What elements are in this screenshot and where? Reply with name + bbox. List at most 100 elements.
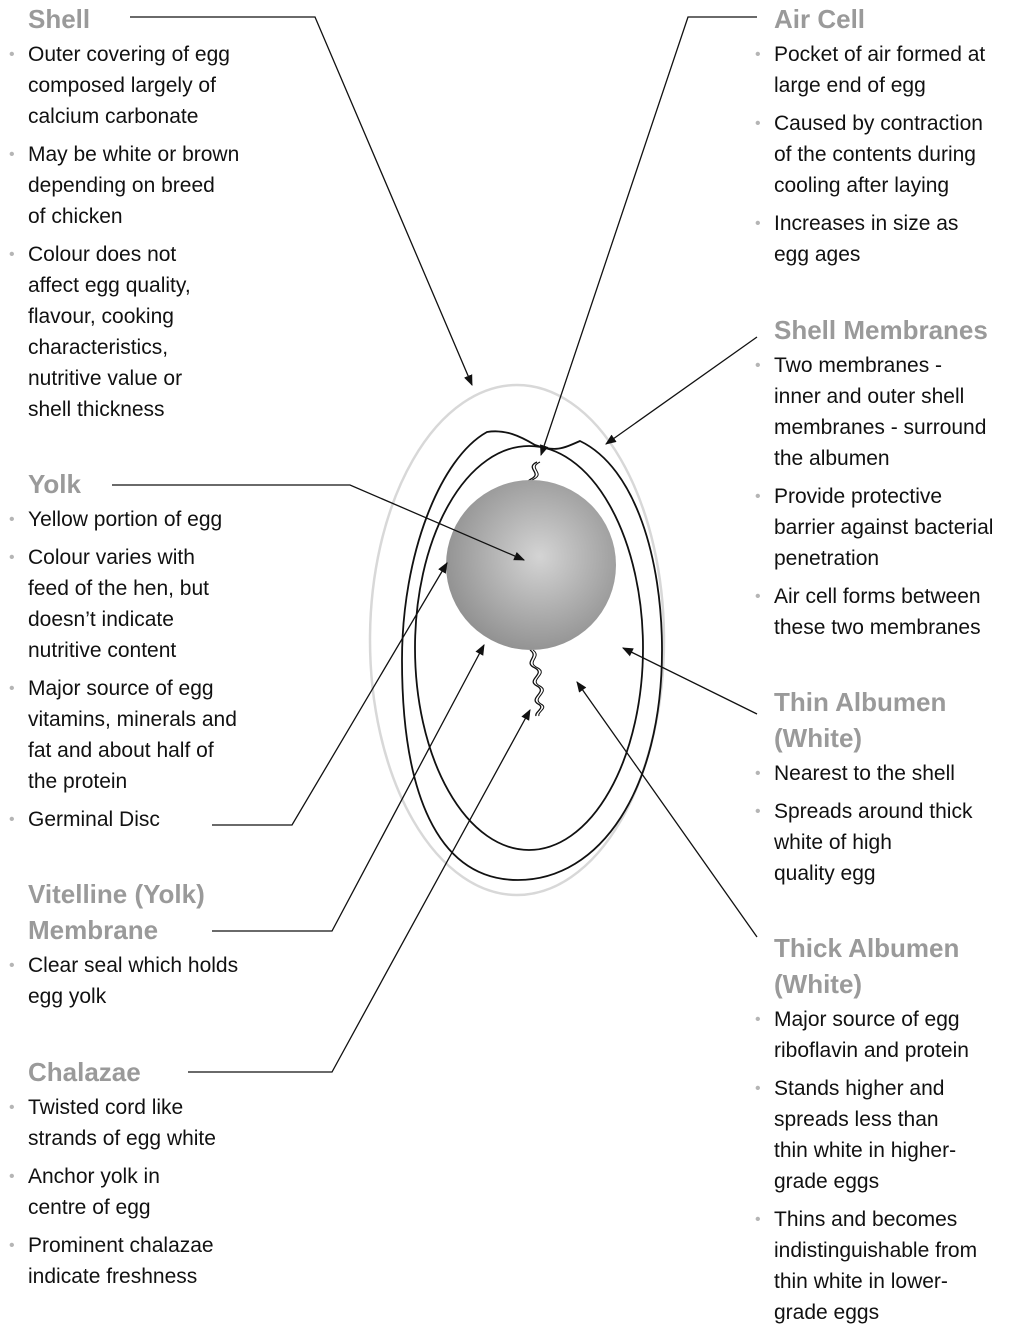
shell-section: Shell Outer covering of egg composed larg…	[9, 1, 240, 432]
thick-albumen-heading-line1: Thick Albumen	[774, 933, 960, 963]
bullet-line: Two membranes -	[774, 354, 943, 377]
bullet-item: Germinal Disc	[9, 804, 237, 835]
bullet-line: thin white in lower-	[774, 1270, 948, 1293]
bullet-line: these two membranes	[774, 616, 981, 639]
shell-membranes-heading: Shell Membranes	[774, 315, 988, 345]
bullet-line: affect egg quality,	[28, 274, 191, 297]
bullet-line: feed of the hen, but	[28, 577, 209, 600]
thick-albumen-heading: Thick Albumen (White)	[774, 930, 977, 1002]
bullet-line: Air cell forms between	[774, 585, 981, 608]
bullet-line: Colour varies with	[28, 546, 195, 569]
air-cell-heading: Air Cell	[774, 4, 866, 34]
bullet-line: nutritive value or	[28, 367, 183, 390]
bullet-item: Outer covering of egg composed largely of…	[9, 39, 239, 132]
bullet-line: indicate freshness	[28, 1265, 198, 1288]
thin-albumen-heading-line2: (White)	[774, 723, 863, 753]
chalazae-leader	[188, 709, 531, 1073]
bullet-line: flavour, cooking	[28, 305, 174, 328]
bullet-line: thin white in higher-	[774, 1139, 957, 1162]
bullet-line: the protein	[28, 770, 128, 793]
bullet-line: characteristics,	[28, 336, 169, 359]
bullet-line: calcium carbonate	[28, 105, 199, 128]
bullet-line: barrier against bacterial	[774, 516, 994, 539]
shell-leader	[130, 16, 473, 387]
bullet-line: Spreads around thick	[774, 800, 973, 823]
yolk-bullets: Yellow portion of eggColour varies with f…	[9, 504, 237, 835]
air-cell-leader	[539, 16, 757, 457]
vitelline-section: Vitelline (Yolk) Membrane Clear seal whi…	[9, 876, 238, 1019]
chalazae-heading: Chalazae	[28, 1057, 141, 1087]
vitelline-heading-yolk: (Yolk)	[127, 879, 205, 909]
bullet-item: Two membranes - inner and outer shell memb…	[755, 350, 993, 474]
vitelline-leader	[212, 644, 485, 932]
thick-albumen-heading-line2: (White)	[774, 969, 863, 999]
bullet-line: Major source of egg	[774, 1008, 960, 1031]
yolk	[446, 480, 616, 650]
bullet-item: Thins and becomes indistinguishable from t…	[755, 1204, 978, 1328]
bullet-line: of the contents during	[774, 143, 976, 166]
bullet-line: shell thickness	[28, 398, 165, 421]
bullet-item: Spreads around thick white of high quality…	[755, 796, 973, 889]
bullet-line: white of high	[774, 831, 892, 854]
bullet-line: Germinal Disc	[28, 808, 160, 831]
bullet-line: inner and outer shell	[774, 385, 965, 408]
yolk-section: Yolk Yellow portion of eggColour varies …	[9, 466, 237, 842]
bullet-line: penetration	[774, 547, 880, 570]
bullet-item: Yellow portion of egg	[9, 504, 237, 535]
bullet-line: May be white or brown	[28, 143, 240, 166]
bullet-item: Colour does not affect egg quality, flavou…	[9, 239, 239, 425]
bullet-line: membranes - surround	[774, 416, 987, 439]
bullet-line: vitamins, minerals and	[28, 708, 237, 731]
thin-albumen-heading: Thin Albumen (White)	[774, 684, 972, 756]
bullet-line: nutritive content	[28, 639, 177, 662]
bullet-line: strands of egg white	[28, 1127, 216, 1150]
shell-membranes-section: Shell Membranes Two membranes - inner and…	[755, 312, 994, 650]
bullet-line: Thins and becomes	[774, 1208, 958, 1231]
thick-albumen-leader	[576, 681, 758, 938]
bullet-line: Colour does not	[28, 243, 177, 266]
thin-albumen-heading-line1: Thin Albumen	[774, 687, 947, 717]
bullet-line: Pocket of air formed at	[774, 43, 986, 66]
bullet-line: the albumen	[774, 447, 890, 470]
bullet-line: composed largely of	[28, 74, 216, 97]
bullet-line: Prominent chalazae	[28, 1234, 214, 1257]
bullet-line: Anchor yolk in	[28, 1165, 160, 1188]
bullet-line: egg ages	[774, 243, 861, 266]
bullet-line: depending on breed	[28, 174, 215, 197]
yolk-heading: Yolk	[28, 469, 81, 499]
vitelline-heading-membrane: Membrane	[28, 915, 159, 945]
bullet-line: indistinguishable from	[774, 1239, 978, 1262]
chalaza-bottom	[529, 649, 542, 717]
thin-albumen-bullets: Nearest to the shellSpreads around thick…	[755, 758, 973, 889]
chalaza-bottom-side	[532, 649, 545, 717]
shell-membranes-bullets: Two membranes - inner and outer shell memb…	[755, 350, 994, 643]
yolk-leader	[112, 484, 526, 561]
shell-heading: Shell	[28, 4, 91, 34]
shell-bullets: Outer covering of egg composed largely of…	[9, 39, 240, 425]
bullet-line: Outer covering of egg	[28, 43, 230, 66]
bullet-line: grade eggs	[774, 1170, 880, 1193]
bullet-line: cooling after laying	[774, 174, 950, 197]
bullet-line: Yellow portion of egg	[28, 508, 223, 531]
bullet-item: Prominent chalazae indicate freshness	[9, 1230, 216, 1292]
bullet-line: Nearest to the shell	[774, 762, 955, 785]
germinal-disc-leader	[212, 562, 448, 826]
shell-membranes-leader	[605, 336, 758, 445]
bullet-line: quality egg	[774, 862, 876, 885]
bullet-line: fat and about half of	[28, 739, 214, 762]
